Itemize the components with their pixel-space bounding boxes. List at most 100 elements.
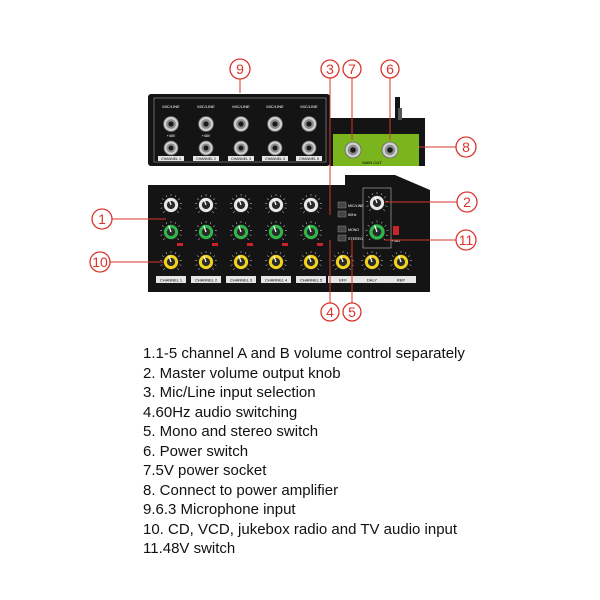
knob-tick xyxy=(369,209,371,211)
knob-tick xyxy=(366,252,369,255)
switch-button xyxy=(337,210,347,218)
jack-label-top: MIC/LINE xyxy=(300,104,318,109)
knob-tick xyxy=(383,209,385,211)
knob-tick xyxy=(305,252,308,255)
knob-tick xyxy=(395,252,398,255)
knob-tick xyxy=(303,238,305,240)
knob-pointer xyxy=(168,225,172,233)
knob-tick xyxy=(368,238,371,241)
jack-hole xyxy=(238,121,244,127)
knob-tick xyxy=(333,255,336,257)
knob-tick xyxy=(213,255,216,257)
knob-pointer xyxy=(273,198,277,206)
knob-tick xyxy=(244,222,247,225)
channel-knobs xyxy=(160,187,412,270)
knob-tick xyxy=(244,195,247,198)
switch-label: MONO xyxy=(348,228,359,232)
knob-tick xyxy=(195,234,198,236)
knob-pointer xyxy=(238,225,242,233)
knob-tick xyxy=(213,225,216,227)
legend-item: 3. Mic/Line input selection xyxy=(143,384,316,401)
knob-tick xyxy=(213,198,216,200)
knob-pointer xyxy=(308,225,312,233)
knob-tick xyxy=(268,268,270,270)
knob-tick xyxy=(198,268,200,270)
knob-tick xyxy=(235,195,238,198)
strip-label-box xyxy=(261,276,291,283)
knob-tick xyxy=(284,264,287,266)
switch-label: MIC/LINE xyxy=(348,204,364,208)
knob-tick xyxy=(270,222,273,225)
knob-tick xyxy=(248,255,251,257)
knob-tick xyxy=(318,225,321,227)
switch-label: 60Hz xyxy=(348,213,357,217)
knob-tick xyxy=(212,268,214,270)
jack-hole xyxy=(238,145,244,151)
knob-tick xyxy=(284,234,287,236)
knob-pointer xyxy=(398,255,402,263)
callout-number: 6 xyxy=(386,61,394,77)
knob-tick xyxy=(283,225,286,227)
callout-circle xyxy=(89,251,111,273)
legend-item: 4.60Hz audio switching xyxy=(143,403,298,421)
knob-tick xyxy=(379,255,382,257)
knob-tick xyxy=(209,222,212,225)
jack-hole xyxy=(306,121,312,127)
knob-tick xyxy=(303,211,305,213)
knob-pointer xyxy=(203,255,207,263)
knob-tick xyxy=(380,193,383,196)
knob-tick xyxy=(283,255,286,257)
knob-tick xyxy=(346,252,349,255)
jack-hole xyxy=(168,145,174,151)
knob-tick xyxy=(247,211,249,213)
knob-tick xyxy=(200,252,203,255)
knob-tick xyxy=(383,238,386,241)
callout-circle xyxy=(320,302,340,322)
switch-label: STEREO xyxy=(348,237,363,241)
knob-tick xyxy=(214,264,217,266)
callout-number: 4 xyxy=(326,304,334,320)
knob-tick xyxy=(301,225,304,227)
legend-item: 7.5V power socket xyxy=(143,462,267,479)
callout-circle xyxy=(229,58,251,80)
channel-label-box xyxy=(262,156,288,161)
knob-tick xyxy=(196,255,199,257)
knob-tick xyxy=(247,238,249,240)
phantom-label: +48V xyxy=(167,134,176,138)
knob-tick xyxy=(300,234,303,236)
knob-pointer xyxy=(308,255,312,263)
knob-tick xyxy=(230,264,233,266)
knob-tick xyxy=(279,195,282,198)
knob-tick xyxy=(178,198,181,200)
jack-label-top: MIC/LINE xyxy=(197,104,215,109)
callout-circle xyxy=(455,229,477,251)
knob-pointer xyxy=(340,255,344,263)
master-section-outline xyxy=(362,187,392,249)
jack-hole xyxy=(387,147,393,153)
knob-tick xyxy=(301,198,304,200)
jack-hole xyxy=(350,147,356,153)
knob-tick xyxy=(163,238,165,240)
knob-pointer xyxy=(369,255,373,263)
knob-tick xyxy=(384,224,387,227)
jack-label-bottom: CHANNEL 4 xyxy=(265,157,285,161)
knob-tick xyxy=(248,225,251,227)
knob-tick xyxy=(248,198,251,200)
knob-tick xyxy=(177,268,179,270)
knob-tick xyxy=(160,234,163,236)
jack-hole xyxy=(272,145,278,151)
callout-number: 5 xyxy=(348,304,356,320)
knob-tick xyxy=(319,234,322,236)
jack-label-top: MIC/LINE xyxy=(266,104,284,109)
knob-tick xyxy=(385,234,389,236)
knob-tick xyxy=(337,252,340,255)
callout-circle xyxy=(91,208,113,230)
callout-number: 1 xyxy=(98,211,106,227)
knob-tick xyxy=(235,222,238,225)
level-marker xyxy=(212,243,218,246)
knob-tick xyxy=(233,268,235,270)
knob-tick xyxy=(305,195,308,198)
jack-hole xyxy=(306,145,312,151)
